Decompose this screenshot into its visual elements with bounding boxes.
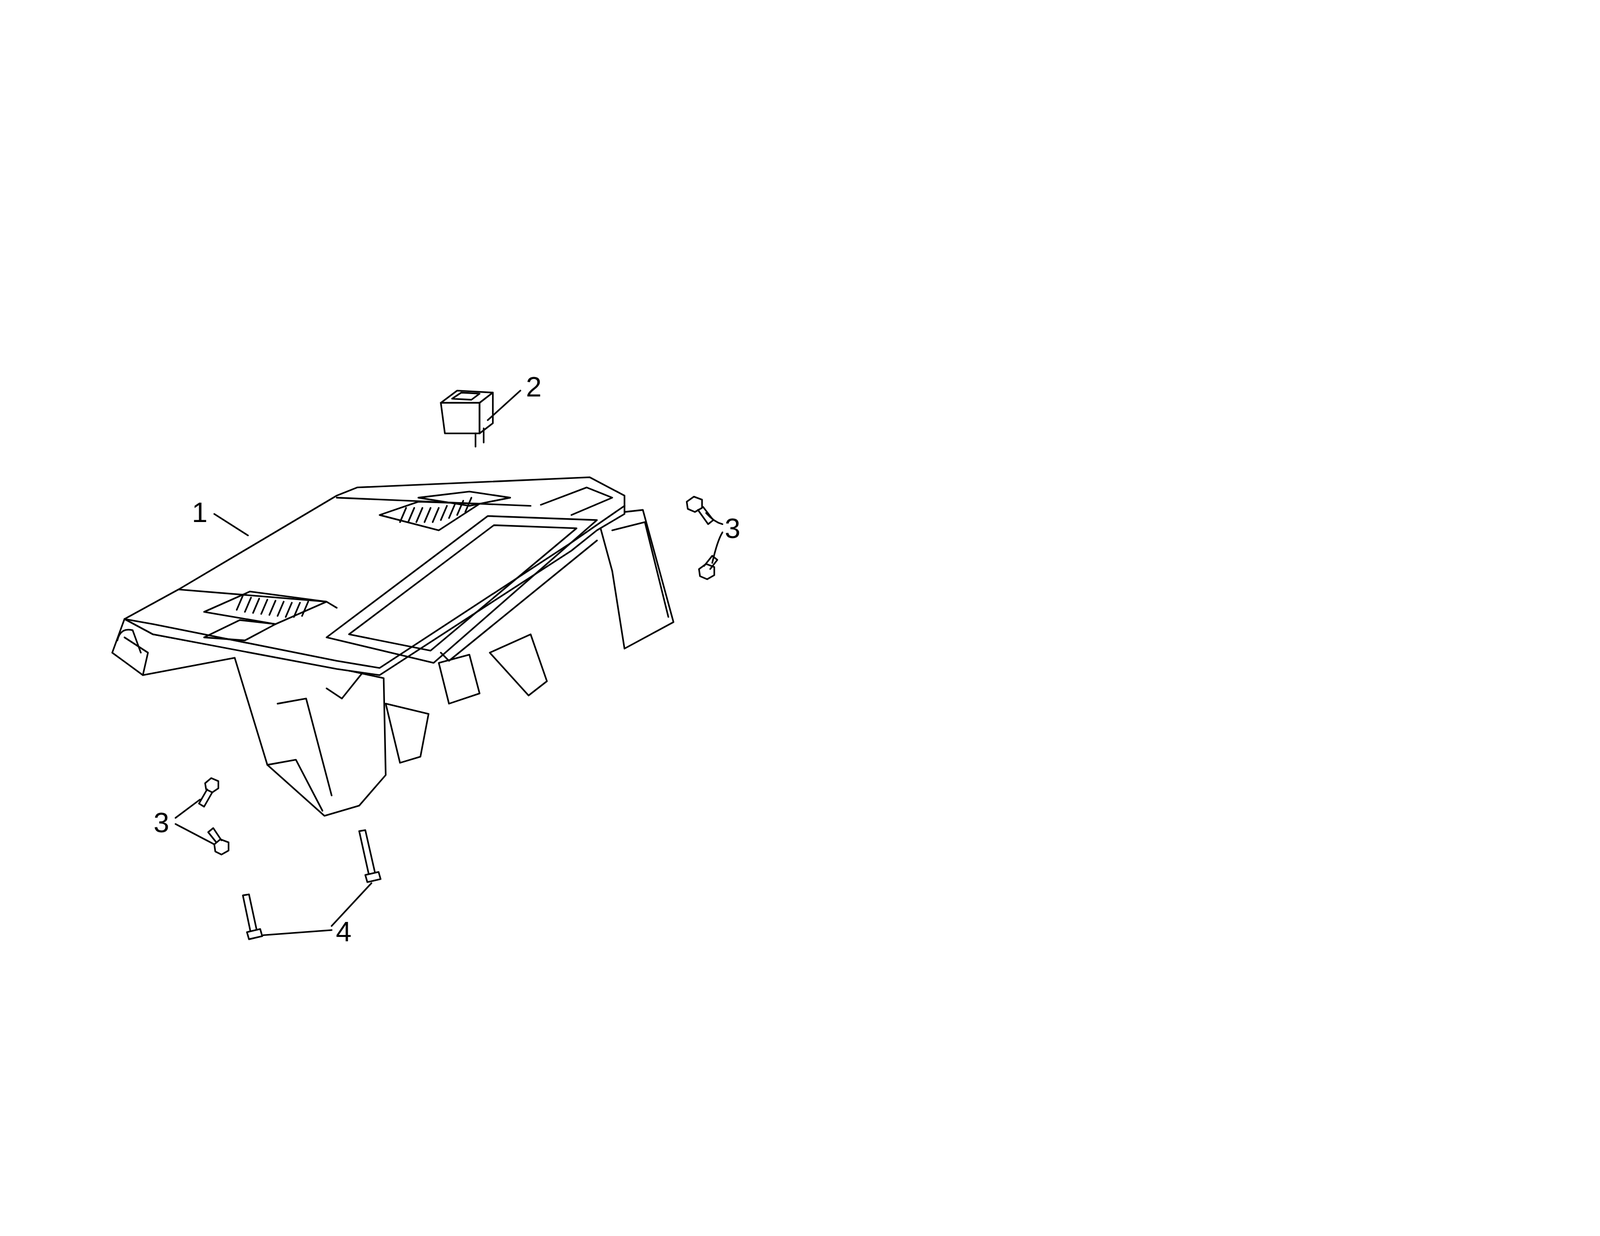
console-panel — [349, 525, 577, 652]
switch — [451, 392, 480, 400]
console-panel — [440, 540, 597, 661]
console-panel — [277, 698, 332, 796]
pin — [365, 872, 381, 883]
console-panel — [400, 497, 472, 523]
callout-number: 3 — [153, 808, 170, 837]
console-panel — [385, 704, 429, 764]
switch — [482, 428, 485, 443]
switch — [440, 402, 480, 434]
console-panel — [267, 759, 323, 811]
pin — [242, 830, 381, 940]
callout-number: 1 — [192, 498, 208, 527]
console-panel — [496, 629, 504, 636]
bolt — [198, 789, 212, 807]
callout-number: 4 — [336, 917, 352, 946]
leader-line — [175, 824, 215, 845]
leader-line — [712, 532, 723, 563]
switch — [474, 433, 477, 447]
console-panel — [326, 516, 597, 664]
leader-line — [175, 800, 201, 819]
console-panel — [379, 501, 480, 531]
pin — [242, 894, 257, 935]
bolt — [686, 496, 703, 513]
switch — [440, 390, 493, 448]
console-panel — [117, 629, 141, 653]
bolt — [208, 828, 222, 843]
console-panel — [418, 491, 511, 506]
console-panel — [204, 620, 276, 641]
console-panel — [124, 637, 148, 676]
console-panel — [204, 591, 327, 624]
console-panel — [124, 506, 625, 669]
console-panel — [316, 785, 323, 792]
callout-number: 3 — [724, 514, 741, 543]
bolt — [704, 556, 718, 570]
pin — [359, 830, 376, 878]
bolt — [198, 496, 718, 855]
console-panel — [326, 673, 363, 700]
console-panel — [112, 477, 674, 817]
console-panel — [489, 634, 547, 696]
leader-line — [214, 513, 248, 536]
leader-line — [705, 512, 723, 525]
callout-number: 2 — [526, 372, 542, 401]
bolt — [698, 507, 714, 525]
console-panel — [626, 627, 633, 634]
leader-line — [175, 390, 723, 936]
console-panel — [612, 522, 669, 618]
console-panel — [236, 595, 308, 618]
leader-line — [487, 390, 521, 421]
switch — [479, 392, 493, 434]
console-panel — [540, 487, 612, 516]
console-panel — [438, 655, 480, 704]
leader-line — [263, 930, 332, 936]
pin — [246, 929, 263, 940]
console-panel — [596, 510, 674, 649]
console-panel — [124, 477, 625, 676]
